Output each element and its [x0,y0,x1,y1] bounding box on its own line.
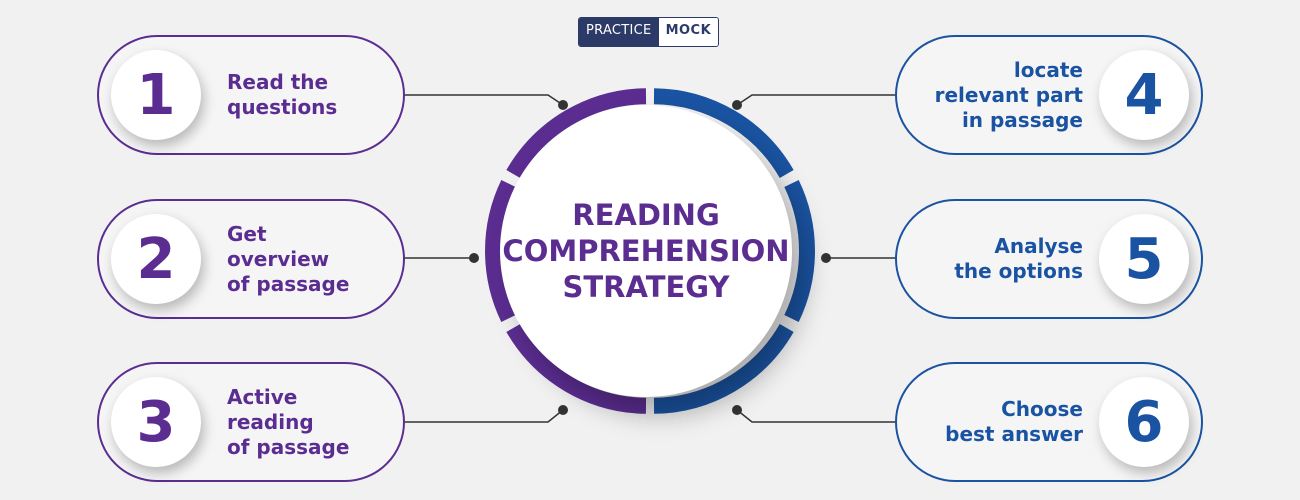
step-4-label-line: relevant part [934,82,1083,107]
ring-segment-blue-middle [784,180,815,322]
step-3-pill: 3 Active reading of passage [97,362,405,482]
step-1-label-line: Read the [227,70,329,94]
step-6-label-line: Choose [1001,397,1083,421]
step-4-number: 4 [1099,50,1189,140]
step-5-number: 5 [1099,214,1189,304]
practice-mock-logo: PRACTICE MOCK [578,17,720,47]
step-1-number: 1 [111,50,201,140]
step-2-label: Get overview of passage [227,201,349,317]
step-3-label-line: reading [227,409,314,434]
step-2-label-line: overview [227,246,330,271]
connector-dot [821,253,831,263]
center-title-circle: READING COMPREHENSION STRATEGY [500,105,792,397]
center-title-line: READING [572,198,720,232]
ring-segment-purple-top [506,88,647,179]
step-5-label-line: the options [954,259,1083,283]
connector-1 [392,94,564,106]
step-2-label-line: Get [227,221,267,246]
step-3-label-line: Active [227,384,298,409]
step-2-number: 2 [111,214,201,304]
step-4-label-line: locate [1013,57,1083,82]
step-5-label: Analyse the options [954,201,1083,317]
step-6-label: Choose best answer [945,364,1083,480]
step-1-label: Read the questions [227,37,337,153]
step-3-label: Active reading of passage [227,364,349,480]
connector-dot [732,405,742,415]
connector-dot [732,100,742,110]
ring-segment-blue-bottom [653,323,794,414]
step-3-number: 3 [111,377,201,467]
step-4-label-line: in passage [961,107,1083,132]
step-4-label: locate relevant part in passage [935,37,1083,153]
connector-dot [469,253,479,263]
connector-6 [736,409,908,423]
step-6-pill: 6 Choose best answer [895,362,1203,482]
step-6-number: 6 [1099,377,1189,467]
ring-segment-purple-middle [485,180,516,322]
connector-dot [558,405,568,415]
step-5-label-line: Analyse [994,234,1083,258]
connector-4 [736,94,908,106]
logo-mock-text: MOCK [658,18,719,46]
step-2-pill: 2 Get overview of passage [97,199,405,319]
ring-segment-purple-bottom [506,323,647,414]
step-6-label-line: best answer [945,422,1083,446]
ring-segment-blue-top [653,88,794,179]
step-2-label-line: of passage [227,271,350,296]
step-1-pill: 1 Read the questions [97,35,405,155]
center-title-line: COMPREHENSION [502,234,790,268]
step-5-pill: 5 Analyse the options [895,199,1203,319]
logo-practice-text: PRACTICE [579,18,659,46]
connector-3 [392,409,564,423]
center-title-line: STRATEGY [562,270,730,304]
step-1-label-line: questions [227,95,338,119]
step-3-label-line: of passage [227,434,350,459]
connector-dot [558,100,568,110]
step-4-pill: 4 locate relevant part in passage [895,35,1203,155]
